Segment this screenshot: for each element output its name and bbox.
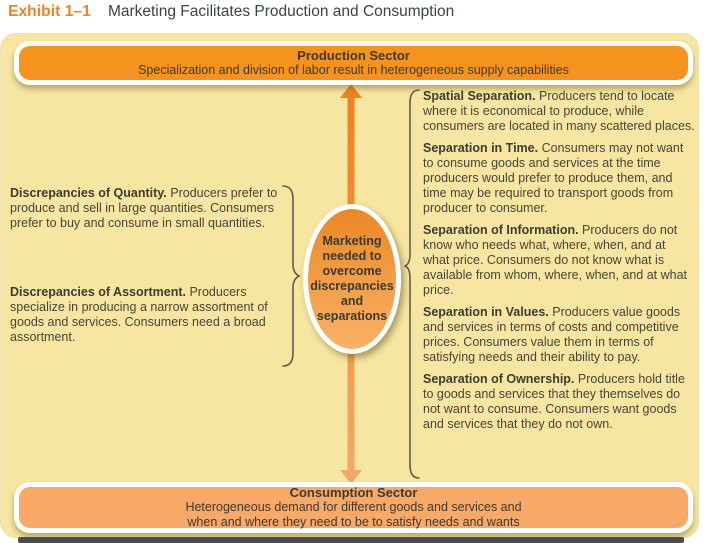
item-body: Producers hold title to goods and servic… bbox=[423, 372, 685, 431]
discrepancy-item-assortment: Discrepancies of Assortment. Producers s… bbox=[10, 285, 282, 345]
item-body: Producers tend to locate where it is eco… bbox=[423, 89, 695, 133]
figure-title: Marketing Facilitates Production and Con… bbox=[107, 3, 455, 20]
item-body: Producers do not know who needs what, wh… bbox=[423, 223, 688, 297]
marketing-ellipse: Marketing needed to overcome discrepanci… bbox=[303, 204, 401, 354]
separation-item-values: Separation in Values. Producers value go… bbox=[423, 305, 695, 365]
figure-header: Exhibit 1–1 Marketing Facilitates Produc… bbox=[8, 3, 454, 21]
separation-item-information: Separation of Information. Producers do … bbox=[423, 223, 695, 298]
ellipse-line: needed to bbox=[322, 249, 382, 263]
right-brace-icon bbox=[404, 89, 420, 479]
production-sector-bar: Production Sector Specialization and div… bbox=[14, 41, 693, 85]
item-body: Consumers may not want to consume goods … bbox=[423, 141, 684, 215]
separation-item-time: Separation in Time. Consumers may not wa… bbox=[423, 141, 695, 216]
item-body: Producers prefer to produce and sell in … bbox=[10, 186, 278, 230]
item-title: Discrepancies of Quantity. bbox=[10, 186, 167, 200]
item-title: Separation in Values. bbox=[423, 305, 549, 319]
consumption-sector-title: Consumption Sector bbox=[289, 485, 418, 500]
ellipse-line: separations bbox=[316, 309, 388, 323]
item-body: Producers value goods and services in te… bbox=[423, 305, 681, 364]
item-title: Separation in Time. bbox=[423, 141, 539, 155]
production-sector-title: Production Sector bbox=[297, 48, 410, 63]
ellipse-line: Marketing bbox=[322, 234, 382, 248]
item-title: Separation of Ownership. bbox=[423, 372, 575, 386]
ellipse-line: discrepancies bbox=[310, 279, 394, 293]
item-title: Discrepancies of Assortment. bbox=[10, 285, 186, 299]
production-sector-subtitle: Specialization and division of labor res… bbox=[138, 63, 569, 77]
discrepancy-item-quantity: Discrepancies of Quantity. Producers pre… bbox=[10, 186, 282, 231]
consumption-sector-bar: Consumption Sector Heterogeneous demand … bbox=[14, 482, 693, 533]
item-title: Separation of Information. bbox=[423, 223, 579, 237]
left-brace-icon bbox=[282, 185, 301, 367]
exhibit-number-label: Exhibit 1–1 bbox=[8, 3, 91, 20]
page-footer-bar bbox=[18, 537, 684, 543]
item-title: Spatial Separation. bbox=[423, 89, 536, 103]
separations-column: Spatial Separation. Producers tend to lo… bbox=[423, 89, 695, 439]
discrepancies-column: Discrepancies of Quantity. Producers pre… bbox=[10, 186, 282, 345]
item-body: Producers specialize in producing a narr… bbox=[10, 285, 268, 344]
ellipse-line: overcome bbox=[322, 264, 382, 278]
separation-item-spatial: Spatial Separation. Producers tend to lo… bbox=[423, 89, 695, 134]
consumption-sector-subtitle-line2: when and where they need to be to satisf… bbox=[187, 515, 520, 529]
separation-item-ownership: Separation of Ownership. Producers hold … bbox=[423, 372, 695, 432]
consumption-sector-subtitle-line1: Heterogeneous demand for different goods… bbox=[185, 500, 522, 514]
ellipse-line: and bbox=[340, 294, 364, 308]
